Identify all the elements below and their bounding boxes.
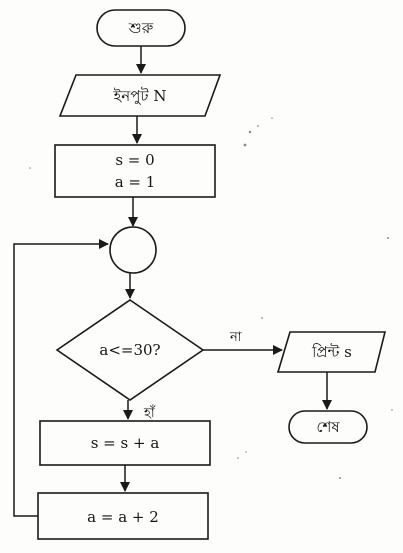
update-a-label: a = a + 2: [87, 508, 159, 526]
print-label: প্রিন্ট s: [311, 343, 352, 361]
update-s-box: s = s + a: [39, 420, 211, 466]
input-box: ইনপুট N: [58, 74, 222, 117]
input-label: ইনপুট N: [112, 87, 166, 105]
condition-label: a<=30?: [99, 341, 160, 359]
print-box: প্রিন্ট s: [276, 331, 387, 373]
scan-noise: [29, 117, 393, 479]
init-process-box: s = 0 a = 1: [54, 144, 216, 198]
end-terminal: শেষ: [288, 410, 368, 444]
print-parallelogram: [276, 331, 387, 373]
decision-diamond: a<=30?: [55, 299, 205, 401]
init-line-1: s = 0: [115, 151, 154, 169]
yes-branch-label: হাঁ: [143, 405, 156, 421]
input-parallelogram: [58, 74, 222, 117]
init-line-2: a = 1: [115, 173, 156, 191]
start-terminal: শুরু: [96, 9, 186, 47]
decision-shape: [55, 299, 205, 401]
update-s-label: s = s + a: [91, 434, 160, 452]
end-label: শেষ: [316, 418, 340, 436]
no-branch-label: না: [229, 330, 242, 345]
update-a-box: a = a + 2: [37, 492, 209, 540]
loop-back-arrow: [13, 239, 109, 517]
end-terminal-shape: [288, 410, 368, 444]
init-process-shape: [54, 144, 216, 198]
loop-junction-circle: [109, 226, 157, 274]
start-label: শুরু: [128, 19, 154, 37]
